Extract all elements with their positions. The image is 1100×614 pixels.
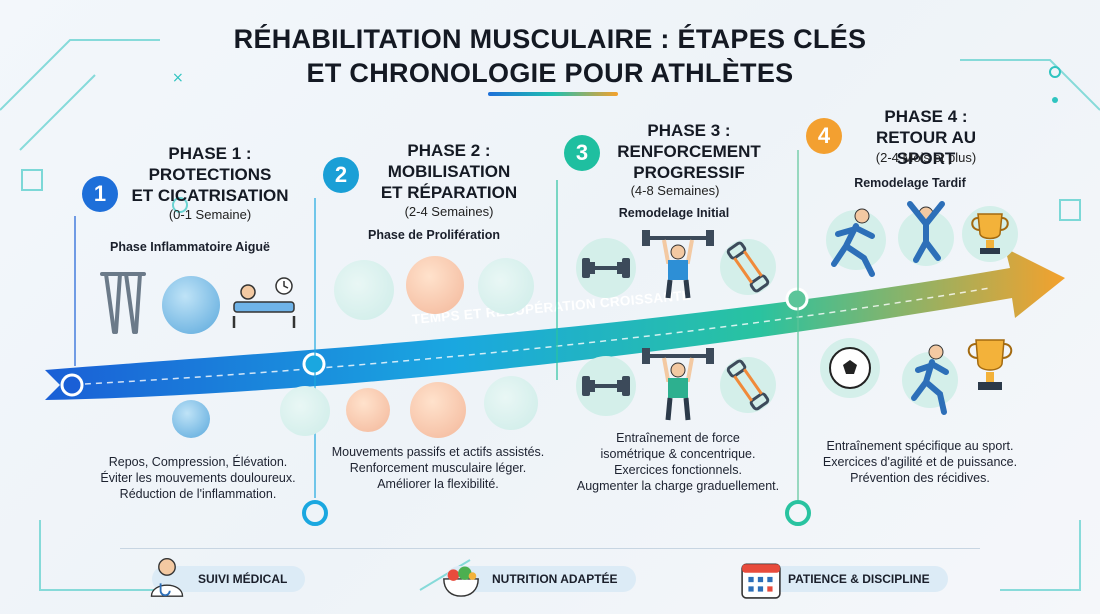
phase4-desc-line2: Exercices d'agilité et de puissance. — [822, 455, 1018, 469]
divider-phase2 — [314, 198, 316, 498]
phase2-description: Mouvements passifs et actifs assistés. R… — [318, 444, 558, 492]
stretching-icon — [334, 260, 394, 320]
phase2-desc-line3: Améliorer la flexibilité. — [377, 477, 499, 491]
phase3-duration: (4-8 Semaines) — [630, 183, 720, 198]
phase3-title-line1: PHASE 3 : — [647, 121, 731, 140]
balance-exercise-icon — [484, 376, 538, 430]
divider-phase4 — [797, 150, 799, 500]
divider-phase3 — [556, 180, 558, 380]
massage-icon — [406, 256, 464, 314]
soccer-ball-icon — [820, 338, 880, 398]
ring-phase4 — [785, 500, 811, 526]
resistance-band-icon — [720, 239, 776, 295]
title-underline — [488, 92, 618, 96]
svg-text:×: × — [172, 70, 184, 86]
phase3-number-badge: 3 — [564, 135, 600, 171]
runner-icon — [902, 344, 958, 415]
sprinter-icon — [826, 208, 886, 277]
phase2-title: PHASE 2 : MOBILISATION ET RÉPARATION — [364, 140, 534, 203]
phase2-desc-line1: Mouvements passifs et actifs assistés. — [331, 445, 545, 459]
phase1-title-line1: PHASE 1 : — [168, 144, 252, 163]
ice-pack-icon — [162, 276, 220, 334]
healthy-food-icon — [443, 566, 479, 597]
phase2-number-badge: 2 — [323, 157, 359, 193]
weightlifter-icon — [642, 230, 714, 299]
divider-phase1 — [74, 216, 76, 366]
phase3-title-line3: PROGRESSIF — [633, 163, 745, 182]
footer-nutrition-pill: NUTRITION ADAPTÉE — [446, 566, 636, 592]
phase4-title-line2: RETOUR AU SPORT — [875, 128, 977, 168]
phase4-description: Entraînement spécifique au sport. Exerci… — [800, 438, 1040, 486]
trophy-icon-2 — [967, 339, 1013, 390]
knee-mobility-icon — [346, 388, 390, 432]
bed-rest-icon — [232, 277, 296, 328]
phase2-desc-line2: Renforcement musculaire léger. — [349, 461, 527, 475]
calendar-icon — [741, 563, 781, 599]
running-icon — [478, 258, 534, 314]
dumbbell-icon — [576, 238, 636, 298]
ring-phase2 — [302, 500, 328, 526]
phase3-desc-line2: isométrique & concentrique. — [600, 447, 756, 461]
page-title: RÉHABILITATION MUSCULAIRE : ÉTAPES CLÉS … — [0, 22, 1100, 90]
title-line-1: RÉHABILITATION MUSCULAIRE : ÉTAPES CLÉS — [233, 24, 867, 54]
phase2-title-line3: ET RÉPARATION — [380, 183, 518, 202]
footer-divider — [120, 548, 980, 549]
phase3-desc-line4: Augmenter la charge graduellement. — [576, 479, 780, 493]
lunge-icon — [280, 386, 330, 436]
phase1-description: Repos, Compression, Élévation. Éviter le… — [80, 454, 316, 502]
hand-therapy-icon — [410, 382, 466, 438]
phase3-description: Entraînement de force isométrique & conc… — [560, 430, 796, 494]
resistance-band-icon-2 — [720, 357, 776, 413]
trophy-icon — [962, 206, 1018, 262]
weightlifter-icon-2 — [642, 348, 714, 421]
phase2-duration: (2-4 Semaines) — [404, 204, 494, 219]
phase2-subtitle: Phase de Prolifération — [368, 228, 500, 242]
phase1-duration: (0-1 Semaine) — [168, 207, 252, 222]
title-line-2: ET CHRONOLOGIE POUR ATHLÈTES — [306, 58, 794, 88]
doctor-icon — [150, 558, 184, 597]
phase4-title: PHASE 4 : RETOUR AU SPORT — [846, 106, 1006, 169]
phase4-subtitle: Remodelage Tardif — [854, 176, 966, 190]
phase1-title-line2: PROTECTIONS — [148, 165, 272, 184]
phase3-title-line2: RENFORCEMENT — [617, 142, 761, 161]
ice-pack-small-icon — [172, 400, 210, 438]
phase4-desc-line3: Prévention des récidives. — [850, 471, 990, 485]
footer-medical-pill: SUIVI MÉDICAL — [152, 566, 306, 592]
phase2-title-line2: MOBILISATION — [387, 162, 511, 181]
phase1-desc-line3: Réduction de l'inflammation. — [119, 487, 277, 501]
phase2-title-line1: PHASE 2 : — [407, 141, 491, 160]
phase1-desc-line1: Repos, Compression, Élévation. — [108, 455, 288, 469]
phase1-title: PHASE 1 : PROTECTIONS ET CICATRISATION — [120, 143, 300, 206]
phase1-desc-line2: Éviter les mouvements douloureux. — [100, 471, 296, 485]
phase3-desc-line3: Exercices fonctionnels. — [614, 463, 742, 477]
phase4-title-line1: PHASE 4 : — [884, 107, 968, 126]
phase4-desc-line1: Entraînement spécifique au sport. — [826, 439, 1014, 453]
phase4-number-badge: 4 — [806, 118, 842, 154]
jumping-athlete-icon — [898, 201, 954, 266]
phase1-title-line3: ET CICATRISATION — [131, 186, 289, 205]
dumbbell-icon-2 — [576, 356, 636, 416]
phase3-desc-line1: Entraînement de force — [616, 431, 740, 445]
crutches-icon — [100, 272, 146, 334]
phase1-subtitle: Phase Inflammatoire Aiguë — [110, 240, 270, 254]
phase1-number-badge: 1 — [82, 176, 118, 212]
phase3-title: PHASE 3 : RENFORCEMENT PROGRESSIF — [604, 120, 774, 183]
phase3-subtitle: Remodelage Initial — [618, 206, 730, 220]
phase4-duration: (2-4 Mois et plus) — [875, 150, 977, 165]
